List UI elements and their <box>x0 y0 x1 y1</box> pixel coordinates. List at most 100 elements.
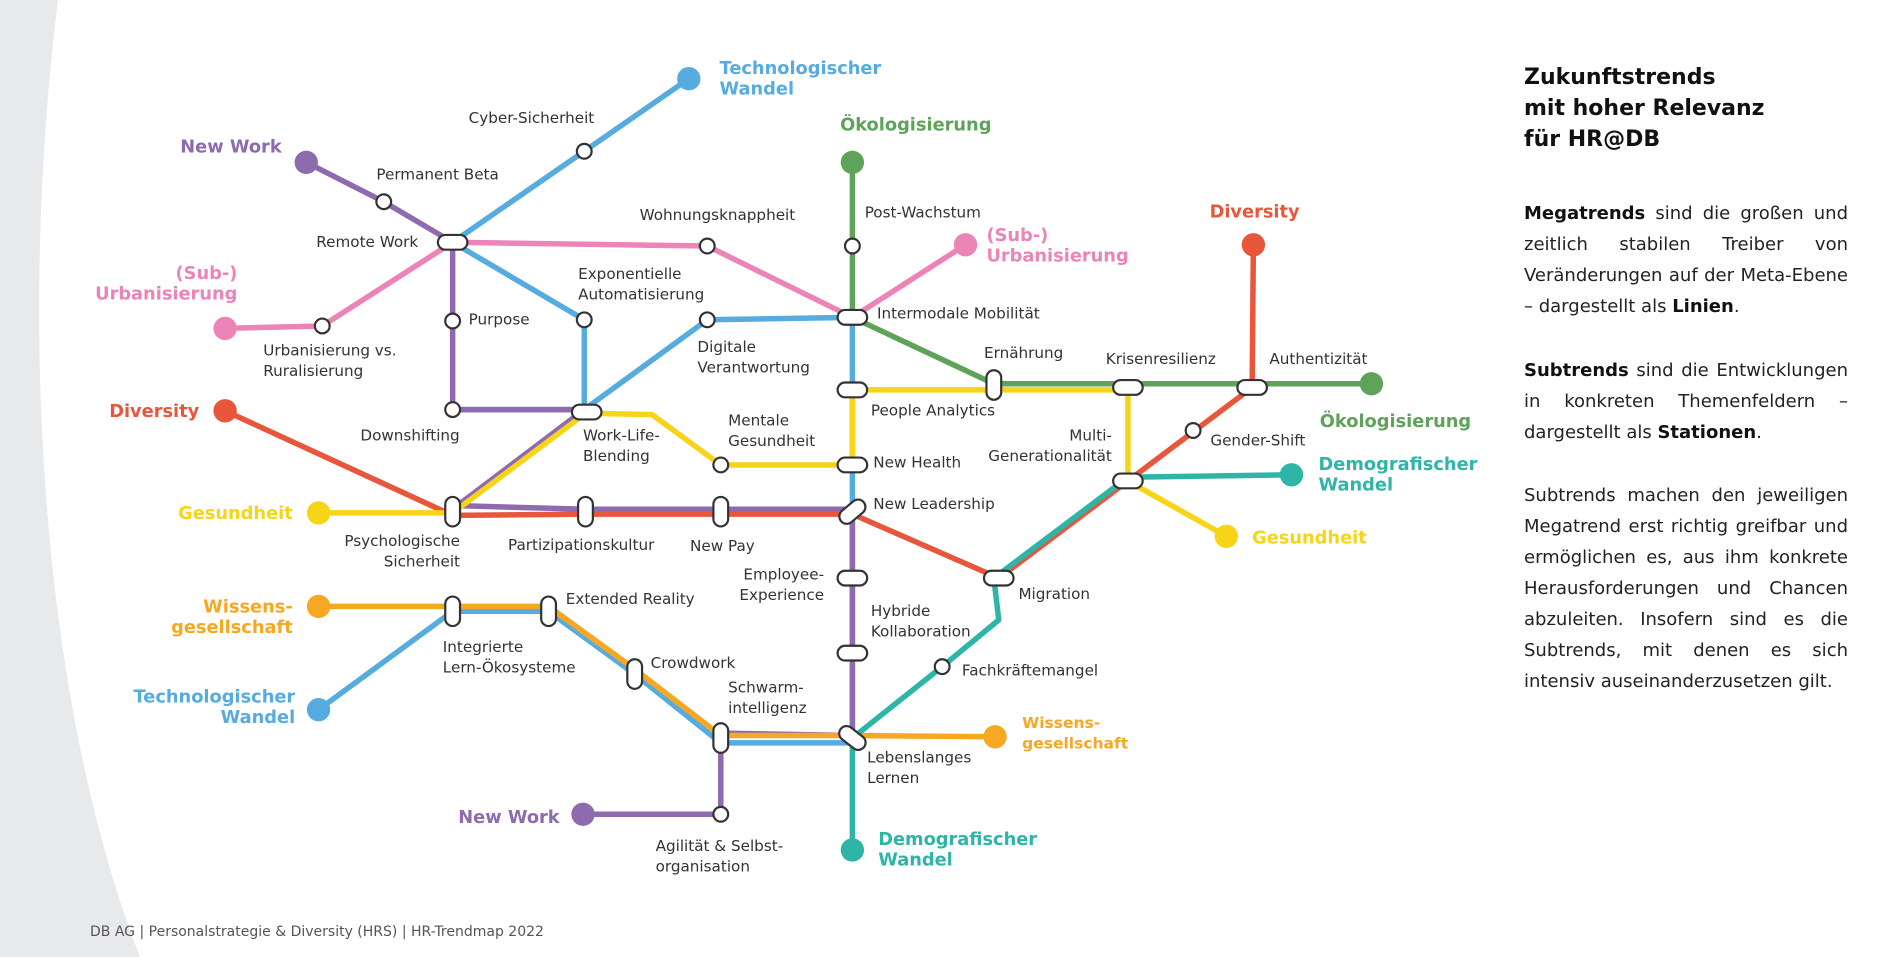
terminal-diversity-right <box>1241 233 1266 257</box>
station-psycho <box>444 495 462 528</box>
terminal-gesundheit-right <box>1214 524 1238 548</box>
station-label-line: Lern-Ökosysteme <box>443 657 576 676</box>
subtrends-explanation: Subtrends machen den jeweiligen Megatren… <box>1524 485 1848 692</box>
megatrend-label-nw_bottom: New Work <box>458 807 561 828</box>
station-label-line: Experience <box>739 586 824 604</box>
station-label-line: Lebenslanges <box>867 749 971 767</box>
megatrend-label-line: Urbanisierung <box>95 284 237 305</box>
station-label-gendershift: Gender-Shift <box>1210 431 1305 449</box>
megatrend-label-line: Urbanisierung <box>986 246 1128 267</box>
megatrend-label-line: (Sub-) <box>986 225 1048 246</box>
terminal-newwork-top <box>294 150 318 175</box>
station-label-schwarm: Schwarm-intelligenz <box>728 678 806 717</box>
station-label-line: People Analytics <box>871 402 995 420</box>
terminal-wissens-left <box>306 594 331 619</box>
station-label-postwachstum: Post-Wachstum <box>865 204 981 222</box>
station-label-line: Partizipationskultur <box>508 536 655 554</box>
megatrend-label-line: Technologischer <box>134 686 296 707</box>
station-label-line: Intermodale Mobilität <box>877 305 1040 323</box>
terminal-oeko-top <box>840 150 865 175</box>
station-krisen <box>1112 378 1144 396</box>
station-label-line: Purpose <box>469 311 530 329</box>
station-urbrural <box>313 317 331 335</box>
terminal-tech-left <box>306 698 331 722</box>
station-label-line: Employee- <box>743 565 824 583</box>
station-label-line: Mentale <box>728 412 789 430</box>
station-label-line: Urbanisierung vs. <box>263 341 396 359</box>
megatrend-label-wis_right: Wissens-gesellschaft <box>1022 714 1129 753</box>
station-authent <box>1236 378 1269 396</box>
linien-term: Linien <box>1672 296 1734 317</box>
subtrends-end: . <box>1756 422 1762 443</box>
megatrend-label-ges_left: Gesundheit <box>178 503 293 524</box>
station-downshift <box>444 401 462 419</box>
station-label-permbeta: Permanent Beta <box>376 166 498 184</box>
station-label-krisen: Krisenresilienz <box>1106 350 1216 368</box>
station-label-purpose: Purpose <box>469 311 530 329</box>
station-cyber <box>575 142 593 160</box>
terminal-urb-left <box>213 316 237 341</box>
station-agilitaet <box>712 805 730 823</box>
station-integlern <box>444 595 462 628</box>
station-label-line: Post-Wachstum <box>865 204 981 222</box>
station-label-line: Generationalität <box>988 447 1112 465</box>
newwork-line-lower <box>449 502 856 818</box>
station-lebenslang <box>838 724 867 752</box>
station-label-line: Gender-Shift <box>1210 431 1305 449</box>
station-label-line: Crowdwork <box>651 654 736 672</box>
station-label-authent: Authentizität <box>1269 350 1367 368</box>
station-label-partizip: Partizipationskultur <box>508 536 655 554</box>
station-crowdwork <box>626 658 644 690</box>
newwork-line-upper <box>303 159 587 512</box>
station-label-line: Hybride <box>871 602 931 620</box>
megatrend-label-urb_left: (Sub-)Urbanisierung <box>95 263 237 305</box>
terminal-urb-mid <box>953 233 978 257</box>
megatrend-label-line: Technologischer <box>720 58 882 79</box>
station-label-line: Wohnungsknappheit <box>640 206 796 224</box>
station-schwarm <box>712 722 730 754</box>
megatrend-label-line: Diversity <box>109 401 199 422</box>
station-extreal <box>540 595 558 628</box>
megatrend-label-line: gesellschaft <box>171 617 293 638</box>
station-label-ernaehrung: Ernährung <box>984 344 1063 362</box>
station-label-line: Kollaboration <box>871 623 971 641</box>
station-label-wohnung: Wohnungsknappheit <box>640 206 796 224</box>
megatrend-label-wis_left: Wissens-gesellschaft <box>171 597 293 639</box>
station-label-line: Downshifting <box>360 426 459 444</box>
station-label-line: Gesundheit <box>728 432 815 450</box>
station-intermodal <box>836 308 869 326</box>
megatrend-label-nw_top: New Work <box>180 137 283 158</box>
station-label-multigen: Multi-Generationalität <box>988 426 1112 465</box>
station-label-newhealth: New Health <box>873 453 961 471</box>
station-label-line: Authentizität <box>1269 350 1367 368</box>
station-label-cyber: Cyber-Sicherheit <box>469 109 595 127</box>
station-label-peopleana: People Analytics <box>871 402 995 420</box>
station-label-line: intelligenz <box>728 699 806 717</box>
terminal-diversity-left <box>213 399 237 423</box>
terminal-oeko-right <box>1359 372 1384 396</box>
megatrend-label-line: Demografischer <box>878 829 1037 850</box>
station-label-line: Ernährung <box>984 344 1063 362</box>
megatrend-label-line: Wandel <box>878 850 953 871</box>
megatrends-description: Megatrends sind die großen und zeitlich … <box>1524 198 1848 322</box>
station-label-line: organisation <box>656 858 750 876</box>
urbanisierung-line <box>222 239 969 332</box>
station-newhealth <box>836 456 869 474</box>
megatrend-label-line: Ökologisierung <box>840 113 991 135</box>
megatrend-label-line: Demografischer <box>1319 454 1478 475</box>
station-postwachstum <box>843 237 861 255</box>
megatrend-label-line: Wissens- <box>203 597 293 618</box>
station-digverant <box>698 311 716 329</box>
station-label-line: Fachkräftemangel <box>962 661 1098 679</box>
station-label-intermodal: Intermodale Mobilität <box>877 305 1040 323</box>
megatrend-label-oek_top: Ökologisierung <box>840 113 991 135</box>
megatrend-label-oek_right: Ökologisierung <box>1320 410 1471 432</box>
station-label-line: Exponentielle <box>578 265 681 283</box>
